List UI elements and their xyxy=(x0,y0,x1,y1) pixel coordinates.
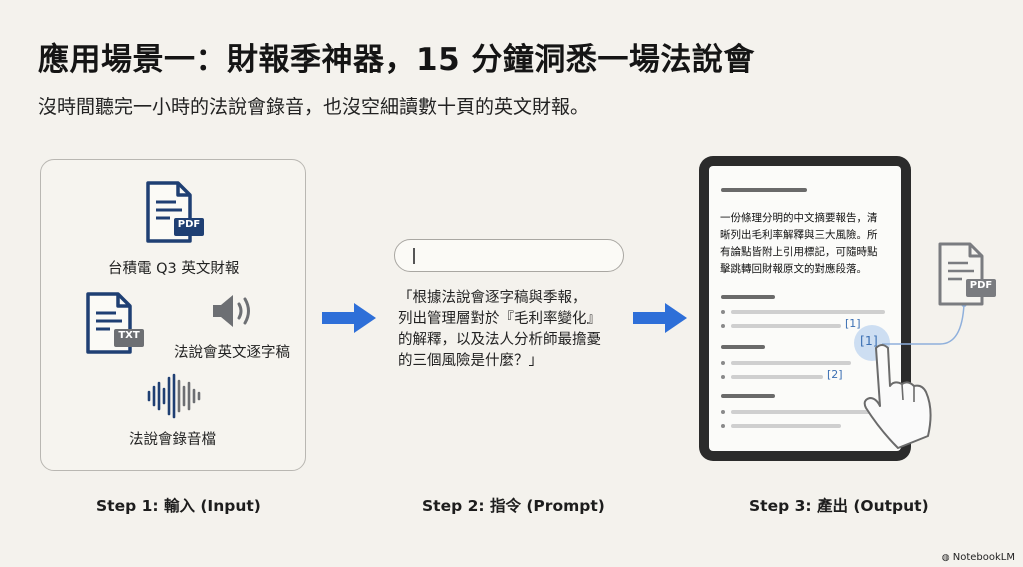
prompt-line: 的三個風險是什麼？」 xyxy=(398,353,543,369)
step-2-label: Step 2: 指令 (Prompt) xyxy=(422,497,605,515)
prompt-text: 「根據法說會逐字稿與季報， 列出管理層對於『毛利率變化』 的解釋，以及法人分析師… xyxy=(398,288,630,372)
txt-badge: TXT xyxy=(118,330,140,341)
arrow-right-icon xyxy=(322,303,376,333)
page-title: 應用場景一：財報季神器，15 分鐘洞悉一場法說會 xyxy=(38,42,755,78)
text-line-bar xyxy=(731,424,841,428)
pdf-badge: PDF xyxy=(177,219,201,230)
txt-file-icon xyxy=(86,292,144,354)
tapped-citation[interactable]: [1] xyxy=(860,333,878,348)
prompt-input[interactable] xyxy=(394,239,624,272)
text-line-bar xyxy=(731,310,885,314)
recording-label: 法說會錄音檔 xyxy=(129,432,216,448)
text-line-bar xyxy=(731,410,885,414)
arrow-right-icon xyxy=(633,303,687,333)
text-line-bar xyxy=(731,375,823,379)
report-heading-bar xyxy=(721,188,807,192)
bullet xyxy=(721,324,725,328)
text-line-bar xyxy=(731,361,851,365)
citation-marker[interactable]: [2] xyxy=(827,368,843,381)
summary-line: 有論點皆附上引用標記，可隨時點 xyxy=(720,246,878,258)
text-cursor xyxy=(413,248,415,264)
bullet xyxy=(721,410,725,414)
pdf-file-icon xyxy=(146,181,204,243)
bullet xyxy=(721,424,725,428)
prompt-line: 「根據法說會逐字稿與季報， xyxy=(398,290,587,306)
source-pdf-icon xyxy=(938,242,996,306)
transcript-label: 法說會英文逐字稿 xyxy=(174,345,290,361)
financial-report-label: 台積電 Q3 英文財報 xyxy=(108,261,240,277)
bullet xyxy=(721,375,725,379)
speaker-icon xyxy=(213,295,250,327)
notebooklm-logo-icon: ◍ xyxy=(941,553,950,563)
report-summary: 一份條理分明的中文摘要報告，清 晰列出毛利率解釋與三大風險。所 有論點皆附上引用… xyxy=(720,210,896,278)
summary-line: 擊跳轉回財報原文的對應段落。 xyxy=(720,263,867,275)
prompt-line: 的解釋，以及法人分析師最擔憂 xyxy=(398,332,601,348)
step-1-label: Step 1: 輸入 (Input) xyxy=(96,497,261,515)
summary-line: 晰列出毛利率解釋與三大風險。所 xyxy=(720,229,878,241)
brand-mark: ◍ NotebookLM xyxy=(942,552,1015,563)
section-heading-bar xyxy=(721,295,775,299)
page-subtitle: 沒時間聽完一小時的法說會錄音，也沒空細讀數十頁的英文財報。 xyxy=(38,96,590,118)
prompt-line: 列出管理層對於『毛利率變化』 xyxy=(398,311,601,327)
section-heading-bar xyxy=(721,345,765,349)
hand-pointer-icon xyxy=(863,344,932,449)
source-pdf-badge: PDF xyxy=(969,280,993,291)
citation-marker[interactable]: [1] xyxy=(845,317,861,330)
bullet xyxy=(721,310,725,314)
bullet xyxy=(721,361,725,365)
summary-line: 一份條理分明的中文摘要報告，清 xyxy=(720,212,878,224)
text-line-bar xyxy=(731,324,841,328)
step-3-label: Step 3: 產出 (Output) xyxy=(749,497,929,515)
section-heading-bar xyxy=(721,394,775,398)
waveform-icon xyxy=(147,373,201,419)
brand-name: NotebookLM xyxy=(952,552,1015,563)
